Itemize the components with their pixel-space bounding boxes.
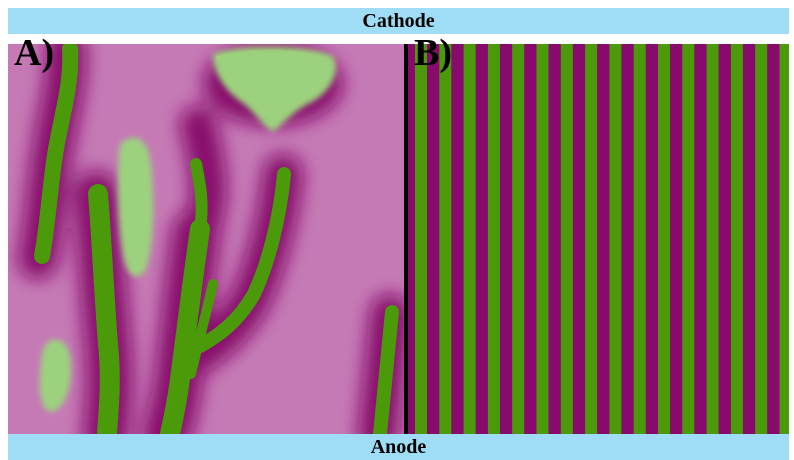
donor-stripe [658,44,670,434]
donor-stripe [439,44,452,434]
panel-label-a: A) [14,32,55,74]
donor-stripe [682,44,695,434]
ordered-morphology-graphic [408,44,789,434]
morphology-figure: Cathode [8,8,789,460]
donor-stripe [633,44,646,434]
panel-b-ordered-morphology [408,44,789,434]
cathode-label: Cathode [362,10,435,32]
donor-stripe [706,44,719,434]
random-morphology-graphic [8,44,404,434]
donor-stripe [730,44,743,434]
panel-label-b: B) [414,32,452,74]
donor-stripe [487,44,500,434]
panel-divider [404,44,408,434]
donor-stripe [779,44,789,434]
anode-label: Anode [370,436,427,458]
donor-stripe [560,44,573,434]
cathode-band: Cathode [8,8,789,34]
anode-band: Anode [8,434,789,460]
donor-stripe [512,44,525,434]
donor-stripe [755,44,768,434]
panel-a-random-morphology [8,44,404,434]
donor-stripe [536,44,549,434]
donor-stripe [585,44,598,434]
donor-stripe [463,44,476,434]
donor-stripe [415,44,427,434]
donor-stripe [609,44,622,434]
